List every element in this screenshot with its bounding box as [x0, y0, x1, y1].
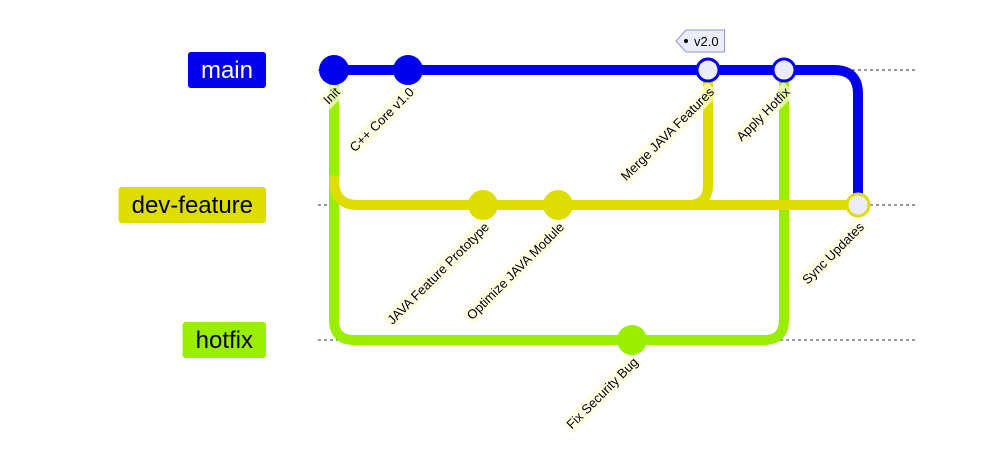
commit-label-bg: [731, 81, 796, 147]
commit-label-bg: [317, 81, 346, 110]
hotfix-merge-path: [627, 67, 789, 345]
main-branch-path: [329, 65, 863, 208]
branch-label-box: [187, 52, 266, 88]
commit-label-text: Sync Updates: [799, 219, 867, 287]
branch-label-text: dev-feature: [132, 192, 253, 219]
hotfix-branch-path: [329, 67, 637, 345]
commit-dot[interactable]: [393, 55, 423, 85]
commit-dot[interactable]: [319, 55, 349, 85]
merge-commit-dot[interactable]: [695, 57, 721, 83]
tag-label: v2.0: [694, 34, 719, 49]
version-tag: v2.0: [675, 29, 726, 53]
tags: v2.0: [675, 29, 726, 53]
commit-label: Fix Security Bug: [561, 352, 644, 435]
branch-label-text: hotfix: [196, 327, 253, 354]
tag-hole-icon: [684, 39, 688, 43]
commit-dots: [319, 55, 871, 355]
merge-commit-dot[interactable]: [771, 57, 797, 83]
dev-feature-merge-path: [553, 67, 713, 210]
commit-dot[interactable]: [543, 190, 573, 220]
commit-label-bg: [561, 352, 644, 435]
commit-label: C++ Core v1.0: [344, 82, 420, 157]
commit-label-bg: [615, 81, 720, 186]
branch-paths: [329, 65, 863, 345]
branch-label-dev-feature: dev-feature: [118, 187, 266, 223]
commit-label-bg: [461, 217, 570, 325]
commit-label: Sync Updates: [796, 216, 870, 290]
dev-feature-branch-path: [329, 175, 863, 210]
commit-label-text: Merge JAVA Features: [618, 84, 718, 184]
branch-label-main: main: [187, 52, 266, 88]
branch-label-box: [182, 322, 266, 358]
commit-label-bg: [344, 82, 420, 157]
commit-label-text: Init: [320, 84, 343, 107]
commit-dot[interactable]: [617, 325, 647, 355]
commit-label-text: Fix Security Bug: [563, 354, 641, 432]
commit-label-bg: [796, 216, 870, 290]
branch-label-text: main: [201, 57, 253, 84]
merge-commit-dot[interactable]: [845, 192, 871, 218]
commit-dot[interactable]: [468, 190, 498, 220]
commit-label-text: C++ Core v1.0: [347, 84, 417, 154]
commit-label: Init: [317, 81, 346, 110]
branch-labels: main dev-feature hotfix: [118, 52, 266, 358]
tag-shape: [675, 29, 726, 53]
branch-label-hotfix: hotfix: [182, 322, 266, 358]
branch-label-box: [118, 187, 266, 223]
commit-label-bg: [381, 217, 495, 330]
